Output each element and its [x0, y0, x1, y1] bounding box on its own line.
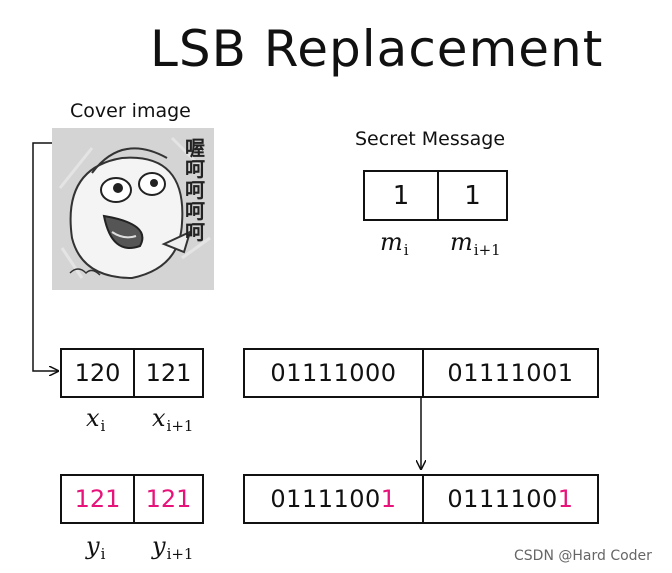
- cover-pixels-box: 120 121: [60, 348, 204, 398]
- watermark: CSDN @Hard Coder: [514, 548, 652, 564]
- stego-pixels-box: 121 121: [60, 474, 204, 524]
- secret-message-box: 1 1: [363, 170, 508, 221]
- cover-binary-box: 01111000 01111001: [243, 348, 599, 398]
- cover-pixel-1: 120: [74, 359, 121, 387]
- cover-pixel-2: 121: [133, 350, 202, 396]
- message-bit-2: 1: [437, 172, 506, 219]
- cover-image-caption: 喔呵呵呵呵: [185, 136, 205, 244]
- message-bit-1: 1: [392, 180, 410, 211]
- cover-image-label: Cover image: [70, 100, 191, 122]
- secret-message-label: Secret Message: [355, 128, 506, 150]
- cover-binary-2: 01111001: [422, 350, 597, 396]
- stego-var-2: yi+1: [152, 532, 194, 563]
- cover-binary-1: 01111000: [270, 359, 397, 387]
- stego-pixel-2: 121: [133, 476, 202, 522]
- message-var-2: mi+1: [450, 228, 501, 259]
- page-title: LSB Replacement: [150, 20, 604, 78]
- cover-var-2: xi+1: [152, 404, 194, 435]
- stego-pixel-1: 121: [74, 485, 121, 513]
- cover-image: 喔呵呵呵呵: [52, 128, 214, 290]
- message-var-1: mi: [380, 228, 409, 259]
- cover-to-pixels-arrow: [32, 142, 58, 371]
- cover-var-1: xi: [86, 404, 106, 435]
- cartoon-face-icon: [52, 128, 214, 290]
- stego-var-1: yi: [86, 532, 106, 563]
